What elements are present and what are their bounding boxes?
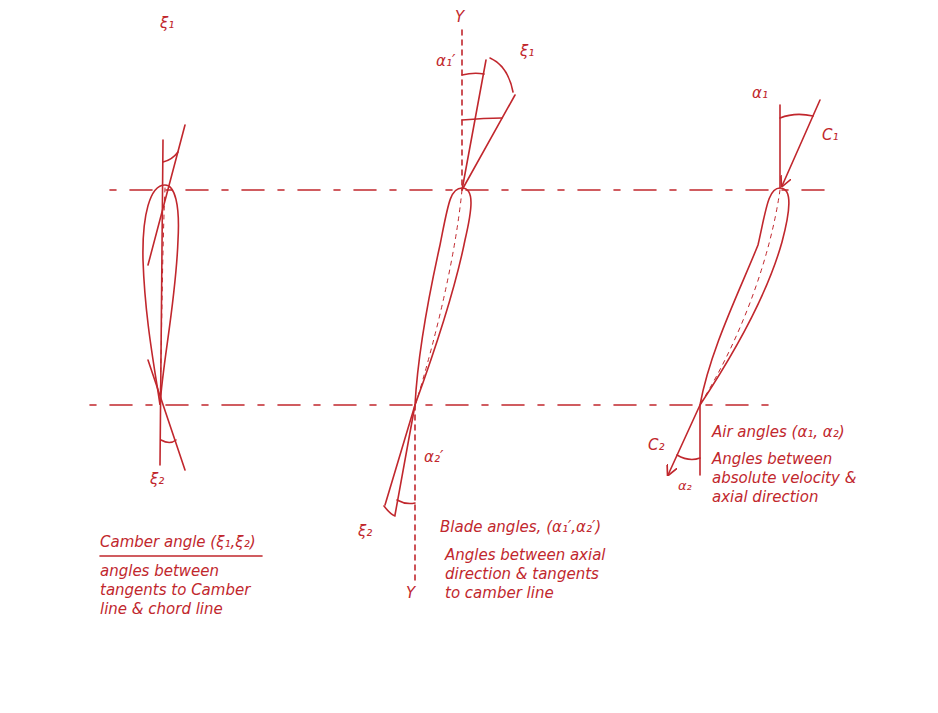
tangent-line: [148, 125, 185, 265]
trailing-edge-line: [90, 404, 770, 406]
camber-line: [701, 190, 780, 403]
chord-line: [160, 140, 163, 465]
axis-label: Y: [406, 584, 415, 603]
angle-arc: [163, 152, 178, 162]
angle-arc: [161, 440, 176, 443]
angle-arc: [462, 73, 484, 75]
blade-profile: [700, 188, 789, 405]
angle-symbol: α₂: [678, 478, 692, 494]
angle-symbol: ξ₁: [160, 14, 174, 33]
heading-text: Camber angle (ξ₁,ξ₂): [100, 533, 256, 552]
angle-arc: [384, 506, 395, 516]
heading-text: Air angles (α₁, α₂): [712, 423, 845, 442]
angle-arc: [462, 118, 502, 120]
blade-profile: [415, 188, 471, 405]
velocity-label: C₂: [648, 436, 665, 455]
angle-arc: [780, 114, 813, 118]
velocity-label: C₁: [822, 126, 839, 145]
angle-symbol: α₁′: [436, 52, 455, 71]
angle-symbol: ξ₂: [358, 522, 372, 541]
chord-line: [385, 405, 415, 505]
note-text: Angles between axial direction & tangent…: [445, 546, 610, 602]
angle-arc: [397, 500, 415, 504]
angle-symbol: ξ₂: [150, 470, 164, 489]
angle-symbol: ξ₁: [520, 42, 534, 61]
angle-symbol: α₁: [752, 84, 768, 103]
note-text: Angles between absolute velocity & axial…: [712, 450, 887, 506]
axial-line: [461, 30, 463, 188]
axial-line: [414, 405, 416, 580]
axis-label: Y: [455, 8, 464, 27]
heading-text: Blade angles, (α₁′,α₂′): [440, 518, 601, 537]
axial-line: [699, 405, 701, 475]
angle-arc: [677, 455, 700, 459]
velocity-arrow: [782, 100, 820, 186]
angle-symbol: α₂′: [424, 448, 443, 467]
heading-underline: [100, 555, 262, 557]
velocity-arrow: [668, 405, 700, 475]
chord-line: [462, 95, 515, 190]
tangent-line: [148, 360, 185, 470]
note-text: angles between tangents to Camber line &…: [100, 562, 265, 618]
tangent-line: [462, 60, 486, 190]
angle-arc: [490, 58, 513, 92]
camber-line: [416, 190, 462, 403]
